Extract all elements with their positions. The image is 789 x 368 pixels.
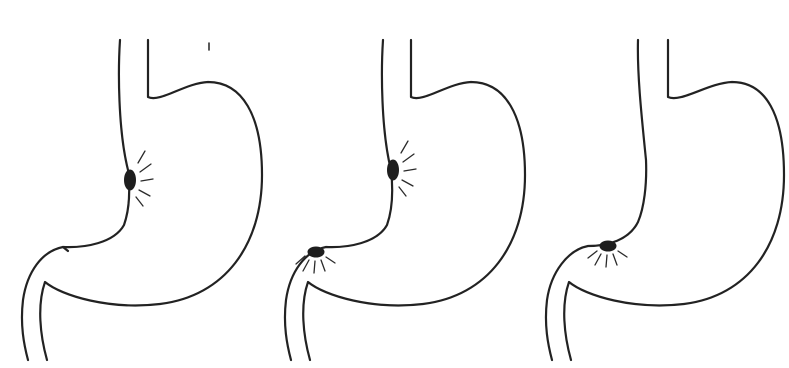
ulcer-duodenum bbox=[308, 247, 324, 257]
stomach-outer-wall bbox=[303, 40, 525, 360]
stomach-inner-wall bbox=[546, 40, 646, 360]
ulcer-duodenum bbox=[600, 241, 616, 251]
lesion-rays-curvature bbox=[399, 141, 416, 196]
lesion-rays-duodenum bbox=[296, 256, 335, 273]
stomach-outer-wall bbox=[40, 40, 262, 360]
ulcer-lesser-curvature bbox=[125, 170, 136, 190]
stomach-inner-wall bbox=[285, 40, 392, 360]
stomach-inner-wall bbox=[22, 40, 129, 360]
lesion-rays bbox=[136, 151, 153, 206]
lesion-rays-duodenum bbox=[588, 251, 627, 267]
stomach-panel-1 bbox=[0, 0, 263, 368]
stomach-panel-2 bbox=[263, 0, 526, 368]
stomach-panel-3 bbox=[526, 0, 789, 368]
stomach-outer-wall bbox=[564, 40, 784, 360]
ulcer-lesser-curvature bbox=[388, 160, 399, 180]
